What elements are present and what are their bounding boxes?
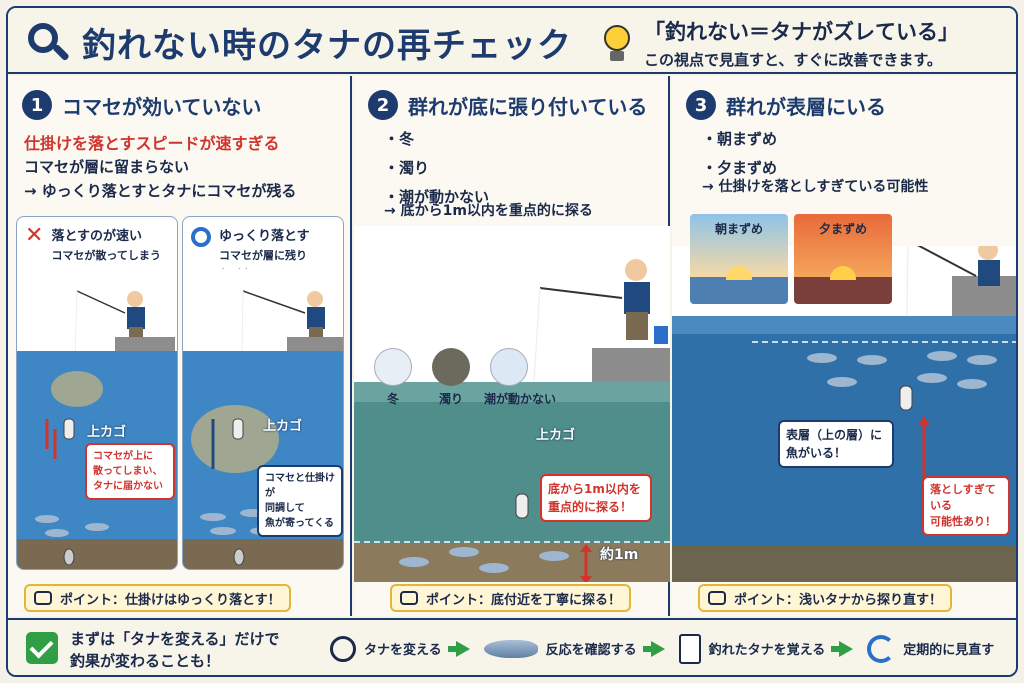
flow-step: 定期的に見直す: [867, 634, 994, 663]
card-subtitle: コマセが層に残り: [219, 249, 307, 262]
point-bar: ポイント：底付近を丁寧に探る！: [390, 584, 632, 612]
kago-label: 上カゴ: [263, 419, 303, 434]
checkmark-icon: [26, 632, 58, 664]
clipboard-icon: [678, 633, 701, 664]
solution-text: → 底から1m以内を重点的に探る: [384, 203, 593, 219]
panel-school-at-surface: 3 群れが表層にいる ・朝まずめ ・夕まずめ → 仕掛けを落としすぎている可能性: [672, 76, 1016, 616]
infographic: 釣れない時のタナの再チェック 「釣れない＝タナがズレている」 この視点で見直すと…: [6, 6, 1018, 677]
fast-drop-illustration: [17, 269, 177, 569]
panel-title: コマセが効いていない: [62, 94, 262, 119]
effect-text: コマセが層に留まらない: [24, 158, 190, 176]
snowman-icon: [374, 348, 412, 386]
list-item: ・冬: [384, 130, 415, 148]
surface-callout: 表層（上の層）に 魚がいる！: [778, 420, 894, 468]
morning-card: 朝まずめ: [690, 214, 788, 304]
list-item: ・潮が動かない: [384, 188, 490, 206]
lightbulb-icon: [600, 21, 634, 65]
solution-text: → ゆっくり落とすとタナにコマセが残る: [24, 182, 297, 200]
tip-group: 「釣れない＝タナがズレている」 この視点で見直すと、すぐに改善できます。: [600, 16, 959, 70]
cause-text: 仕掛けを落とすスピードが速すぎる: [24, 134, 280, 153]
footer: まずは「タナを変える」だけで 釣果が変わることも！ タナを変える 反応を確認する…: [8, 618, 1016, 675]
cross-icon: ✕: [25, 223, 44, 248]
slow-drop-card: ゆっくり落とす コマセが層に残り 魚が寄ってくる: [182, 216, 344, 570]
magnifier-icon: [26, 21, 70, 65]
panel-title: 群れが底に張り付いている: [408, 94, 648, 119]
arrow-right-icon: [447, 640, 470, 657]
refresh-icon: [867, 634, 896, 663]
reel-icon: [330, 635, 356, 662]
depth-label: 約1m: [600, 547, 639, 563]
title-group: 釣れない時のタナの再チェック: [26, 18, 572, 67]
thumbs-up-icon: [400, 591, 418, 605]
bottom-callout: 底から1m以内を 重点的に探る！: [540, 474, 652, 522]
list-item: ・濁り: [384, 159, 430, 177]
card-title: 落とすのが速い: [51, 229, 143, 244]
tip-headline: 「釣れない＝タナがズレている」: [644, 20, 959, 44]
circle-icon: [191, 227, 211, 247]
arrow-right-icon: [642, 640, 665, 657]
evening-card: 夕まずめ: [794, 214, 892, 304]
fish-icon: [483, 639, 538, 658]
sync-callout: コマセと仕掛けが 同調して 魚が寄ってくる: [257, 465, 343, 537]
page-title: 釣れない時のタナの再チェック: [82, 26, 572, 66]
kago-label: 上カゴ: [87, 425, 127, 440]
morning-label: 朝まずめ: [714, 222, 763, 236]
header: 釣れない時のタナの再チェック 「釣れない＝タナがズレている」 この視点で見直すと…: [8, 8, 1016, 74]
solution-text: → 仕掛けを落としすぎている可能性: [702, 179, 929, 195]
murky-water-icon: [432, 348, 470, 386]
evening-label: 夕まずめ: [818, 222, 867, 236]
fast-drop-card: ✕ 落とすのが速い コマセが散ってしまう: [16, 216, 178, 570]
condition-label: 濁り: [438, 392, 463, 406]
kago-label: 上カゴ: [536, 428, 576, 443]
wave-icon: [490, 348, 528, 386]
thumbs-up-icon: [34, 591, 52, 605]
panel-number: 1: [22, 90, 52, 120]
sun-icon: [726, 266, 752, 280]
thumbs-up-icon: [708, 591, 726, 605]
point-bar: ポイント：浅いタナから探り直す！: [698, 584, 953, 612]
condition-label: 潮が動かない: [483, 392, 556, 406]
sun-icon: [830, 266, 856, 280]
panel-school-on-bottom: 2 群れが底に張り付いている ・冬 ・濁り ・潮が動かない → 底から1m以内を…: [354, 76, 670, 616]
too-deep-callout: 落としすぎている 可能性あり！: [922, 476, 1010, 536]
action-flow: タナを変える 反応を確認する 釣れたタナを覚える 定期的に見直す: [330, 620, 994, 675]
panel-number: 3: [686, 90, 716, 120]
tip-subline: この視点で見直すと、すぐに改善できます。: [644, 51, 942, 69]
flow-step: 反応を確認する: [483, 639, 637, 658]
condition-list: ・朝まずめ ・夕まずめ: [702, 128, 777, 186]
condition-list: ・冬 ・濁り ・潮が動かない: [384, 128, 489, 215]
card-title: ゆっくり落とす: [219, 229, 310, 244]
footer-message: まずは「タナを変える」だけで 釣果が変わることも！: [70, 630, 280, 670]
panel-chum-not-working: 1 コマセが効いていない 仕掛けを落とすスピードが速すぎる コマセが層に留まらな…: [8, 76, 352, 616]
flow-step: 釣れたタナを覚える: [678, 633, 825, 664]
panel-title: 群れが表層にいる: [726, 94, 886, 119]
point-bar: ポイント：仕掛けはゆっくり落とす！: [24, 584, 291, 612]
list-item: ・夕まずめ: [702, 159, 778, 177]
panel-number: 2: [368, 90, 398, 120]
list-item: ・朝まずめ: [702, 130, 778, 148]
arrow-right-icon: [831, 640, 854, 657]
scatter-callout: コマセが上に 散ってしまい、 タナに届かない: [85, 443, 175, 500]
flow-step: タナを変える: [330, 635, 442, 662]
condition-label: 冬: [386, 392, 399, 406]
card-subtitle: コマセが散ってしまう: [51, 249, 161, 262]
